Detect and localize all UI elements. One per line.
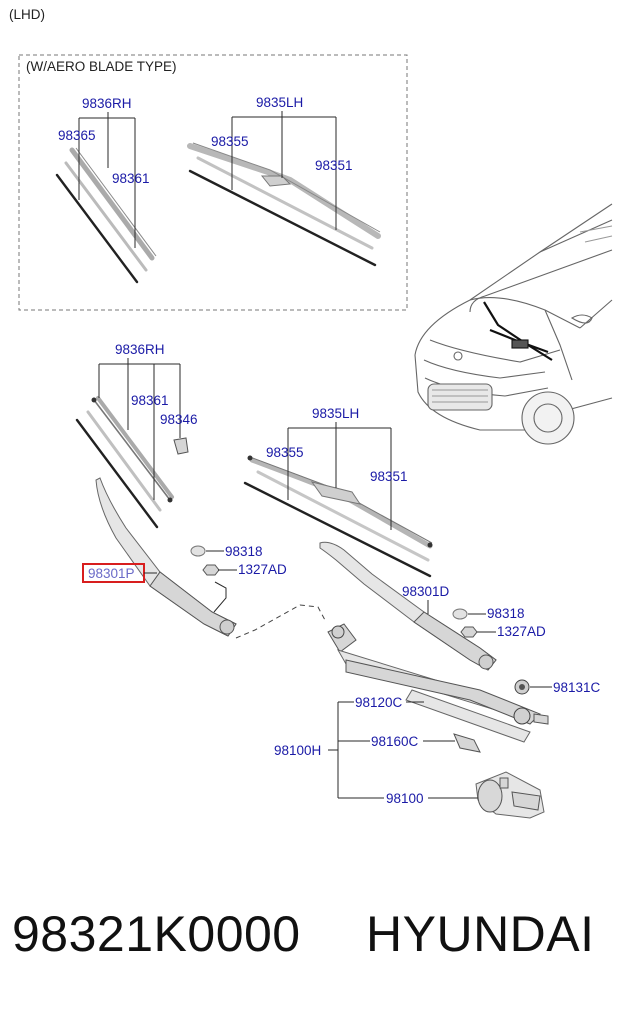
driver-cap-nut <box>452 608 478 638</box>
passenger-cap-label: 98318 <box>225 544 263 559</box>
vehicle-illustration <box>414 203 613 445</box>
driver-arm-label: 98301D <box>402 584 450 599</box>
passenger-wiper-arm <box>95 477 237 637</box>
main-rh-assy-label: 9836RH <box>115 342 165 357</box>
motor-label: 98100 <box>386 791 424 806</box>
inset-rh-blade <box>55 147 157 284</box>
aero-blade-inset: (W/AERO BLADE TYPE) 9836RH 98365 98361 9… <box>18 54 408 311</box>
passenger-cap-nut <box>190 545 220 576</box>
driver-wiper-arm <box>319 541 497 671</box>
main-lh-blade-label: 98351 <box>370 469 408 484</box>
main-rh-blade-label: 98361 <box>131 393 169 408</box>
passenger-nut-label: 1327AD <box>238 562 287 577</box>
driver-nut-label: 1327AD <box>497 624 546 639</box>
part-number: 98321K0000 <box>12 906 301 962</box>
inset-rh-insert-label: 98365 <box>58 128 96 143</box>
wiper-motor <box>475 771 545 819</box>
brand-name: HYUNDAI <box>366 906 595 962</box>
main-rh-clip-label: 98346 <box>160 412 198 427</box>
linkage-sub-label: 98160C <box>371 734 419 749</box>
inset-rh-blade-label: 98361 <box>112 171 150 186</box>
inset-lh-insert-label: 98355 <box>211 134 249 149</box>
main-rh-blade <box>75 396 174 529</box>
driver-cap-label: 98318 <box>487 606 525 621</box>
inset-rh-assy-label: 9836RH <box>82 96 132 111</box>
wiper-parts-diagram: (LHD) (W/AERO BLADE TYPE) 9836RH 98365 9… <box>9 7 613 819</box>
wiper-linkage <box>327 623 549 753</box>
inset-lh-blade-label: 98351 <box>315 158 353 173</box>
pivot-cap-label: 98131C <box>553 680 601 695</box>
main-lh-blade <box>243 455 433 578</box>
region-note: (LHD) <box>9 7 45 22</box>
main-lh-insert-label: 98355 <box>266 445 304 460</box>
linkage-label: 98120C <box>355 695 403 710</box>
inset-lh-assy-label: 9835LH <box>256 95 303 110</box>
wiper-assy-label: 98100H <box>274 743 321 758</box>
rh-clip-part <box>173 437 189 455</box>
pivot-cap <box>514 679 530 695</box>
inset-title: (W/AERO BLADE TYPE) <box>26 59 177 74</box>
passenger-arm-label: 98301P <box>88 566 135 581</box>
dashed-connector <box>235 604 327 639</box>
main-lh-assy-label: 9835LH <box>312 406 359 421</box>
footer: 98321K0000 HYUNDAI <box>0 905 620 975</box>
inset-lh-blade <box>187 142 381 267</box>
